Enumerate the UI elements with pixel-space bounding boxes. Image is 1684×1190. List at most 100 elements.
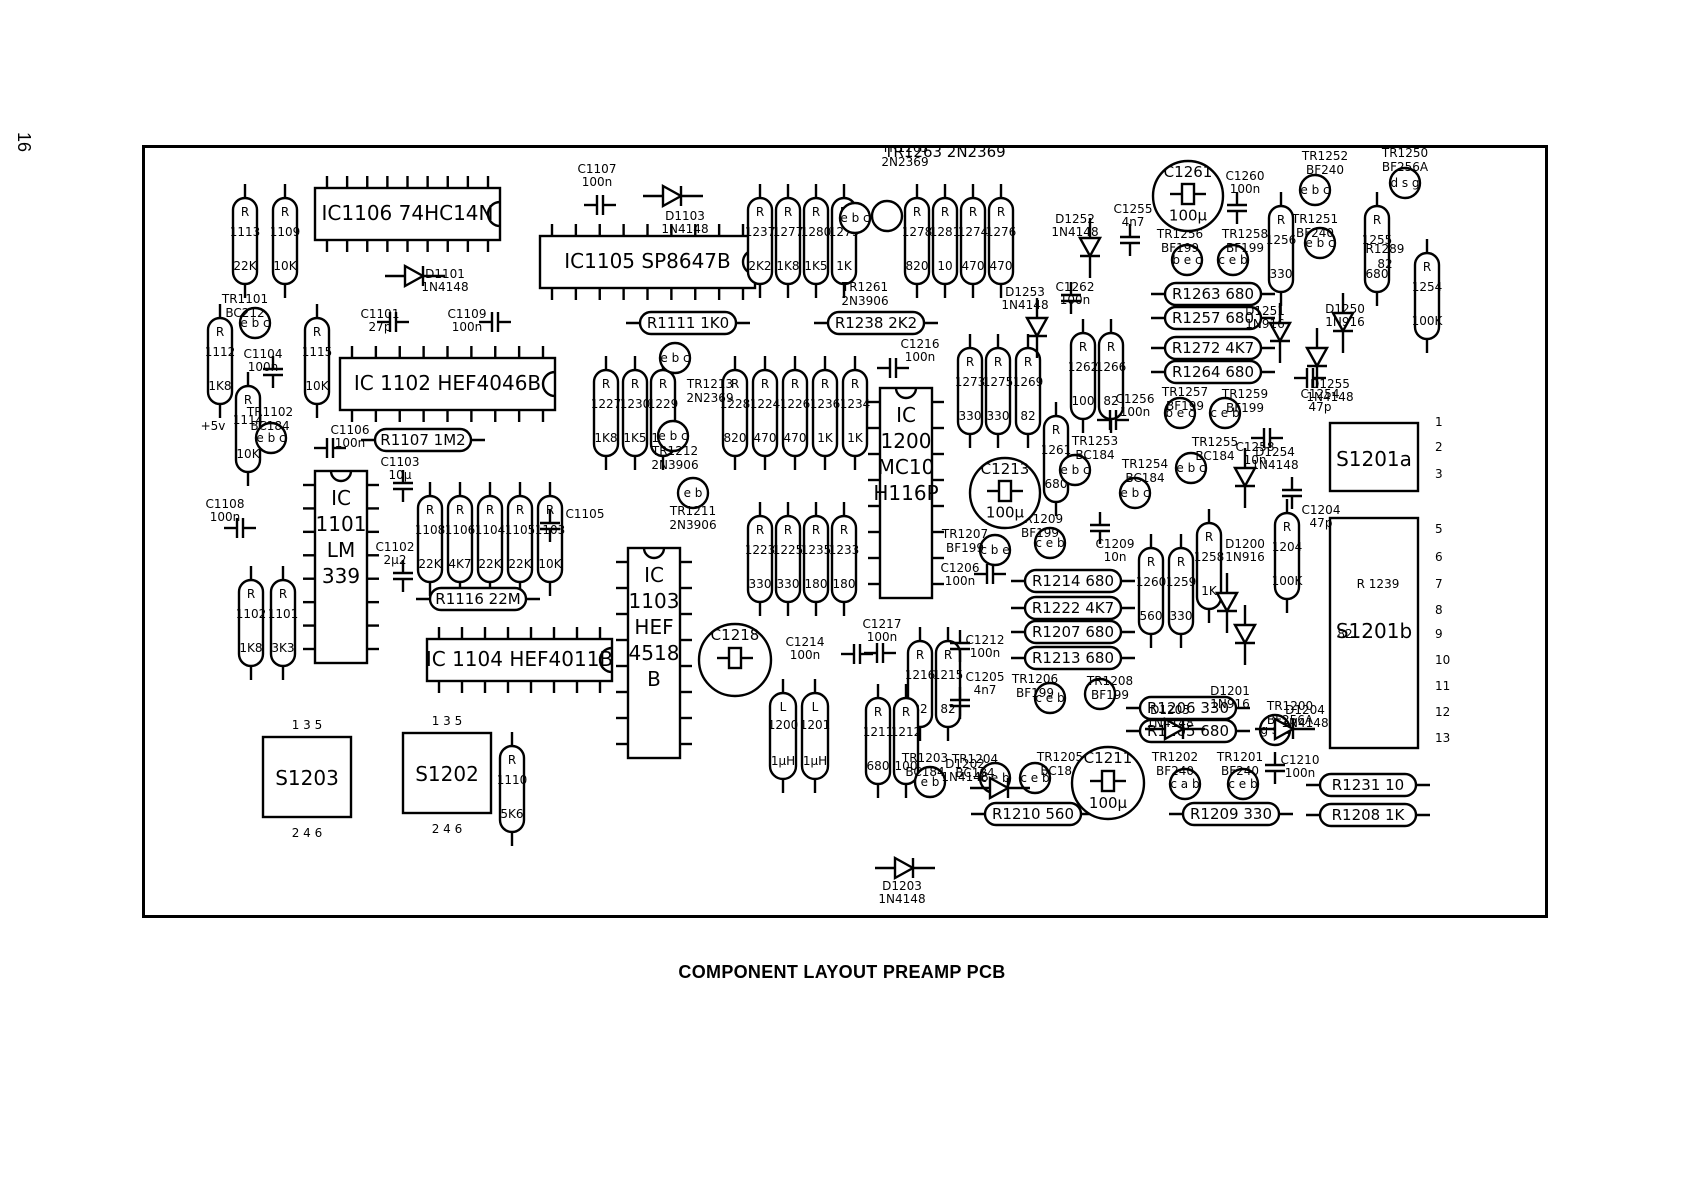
resistor-value: 1K	[817, 431, 834, 445]
resistor-ref: 1226	[780, 397, 811, 411]
resistor-prefix: R	[840, 523, 848, 537]
resistor-value: 1K5	[804, 259, 827, 273]
resistor-prefix: R	[791, 377, 799, 391]
switch-pins-top: 1 3 5	[432, 714, 463, 728]
resistor-prefix: R	[659, 377, 667, 391]
ic-label: IC	[644, 563, 664, 587]
ic-label: MC10	[878, 455, 935, 479]
capacitor-ref: C1106	[331, 423, 370, 437]
resistor-ref: 1204	[1272, 540, 1303, 554]
ic-label: IC 1102 HEF4046B	[354, 371, 541, 395]
resistor-value: 180	[833, 577, 856, 591]
resistor-ref: 1224	[750, 397, 781, 411]
resistor-prefix: R	[1052, 423, 1060, 437]
transistor-type: BF240	[1156, 764, 1194, 778]
resistor-value: 22K	[508, 557, 532, 571]
transistor-type: BF199	[1161, 241, 1199, 255]
resistor-prefix: R	[1079, 340, 1087, 354]
resistor-prefix: R	[913, 205, 921, 219]
transistor-type: BC184	[1075, 448, 1114, 462]
transistor-pins: d s g	[1390, 176, 1419, 190]
resistor-r1222: R1222 4K7	[1011, 595, 1135, 621]
transistor-ref: TR1252	[1301, 149, 1348, 163]
capacitor-value: 100n	[335, 436, 366, 450]
diode-type: 1N4148	[421, 280, 468, 294]
transistor-ref: TR1211	[669, 504, 716, 518]
ic-ic1105: IC1105 SP8647B	[538, 224, 757, 300]
resistor-r1107: R1107 1M2	[361, 427, 485, 453]
transistor-pins: c b e	[980, 543, 1009, 557]
resistor-r1209: R1209 330	[1169, 801, 1293, 827]
transistor-ref: TR1258	[1221, 227, 1268, 241]
transistor-type: BF199	[1226, 241, 1264, 255]
capacitor-value: 100n	[452, 320, 483, 334]
diode-ref: D1201	[1210, 684, 1250, 698]
resistor-value: 820	[906, 259, 929, 273]
transistor-ref: TR1208	[1086, 674, 1133, 688]
transistor-ref: TR1261	[841, 280, 888, 294]
transistor-type: 2N3906	[651, 458, 698, 472]
ic-label: H116P	[873, 481, 938, 505]
resistor-r1239-ref: R 1239	[1357, 577, 1400, 591]
transistor-pins: c e b	[1228, 777, 1257, 791]
resistor-value: 10	[937, 259, 952, 273]
transistor-type: 2N3906	[669, 518, 716, 532]
transistor-ref: TR1101	[221, 292, 268, 306]
resistor-value: 3K3	[271, 641, 294, 655]
resistor-ref: 1104	[475, 523, 506, 537]
diode-ref: D1254	[1255, 445, 1295, 459]
resistor-label: R1238 2K2	[835, 314, 917, 332]
switch-ref: S1202	[415, 762, 479, 786]
resistor-ref: 1227	[591, 397, 622, 411]
resistor-label: R1214 680	[1032, 572, 1114, 590]
resistor-label: R1272 4K7	[1172, 339, 1254, 357]
resistor-prefix: R	[241, 205, 249, 219]
resistor-prefix: R	[631, 377, 639, 391]
diode-ref: D1204	[1285, 703, 1325, 717]
resistor-ref: 1273	[955, 375, 986, 389]
capacitor-value: 100n	[210, 510, 241, 524]
capacitor-ref: C1217	[863, 617, 902, 631]
resistor-value: 100	[1072, 394, 1095, 408]
resistor-label: R1222 4K7	[1032, 599, 1114, 617]
resistor-value: 330	[1170, 609, 1193, 623]
ic-label: 1200	[881, 429, 932, 453]
resistor-r1289-ref: R1289	[1366, 242, 1405, 256]
capacitor-ref: C1108	[206, 497, 245, 511]
capacitor-value: 100n	[905, 350, 936, 364]
transistor-ref: TR1200	[1266, 699, 1313, 713]
diode-type: 1N4148	[1281, 716, 1328, 730]
resistor-ref: 1110	[497, 773, 528, 787]
resistor-value: 10K	[236, 447, 260, 461]
resistor-prefix: R	[944, 648, 952, 662]
capacitor-value: 100µ	[1089, 794, 1128, 812]
capacitor-value: 27p	[369, 320, 392, 334]
capacitor-value: 47p	[1310, 516, 1333, 530]
resistor-r1207: R1207 680	[1011, 619, 1135, 645]
resistor-label: R1206 330	[1147, 699, 1229, 717]
